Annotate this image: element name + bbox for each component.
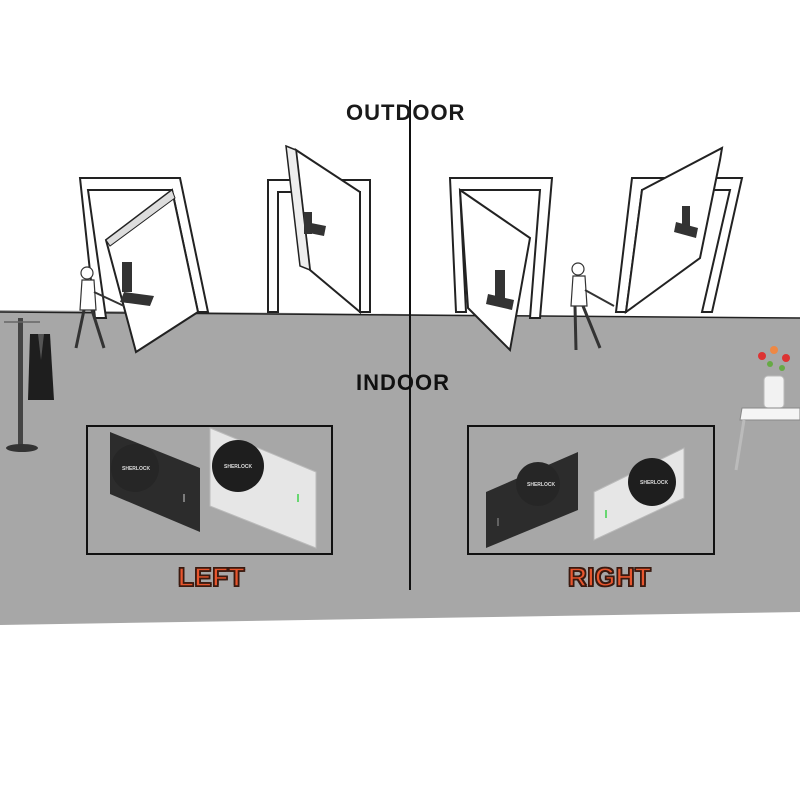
smart-lock-icon: SHERLOCK: [593, 447, 685, 541]
smart-lock-icon: SHERLOCK: [110, 432, 200, 532]
person-icon: [570, 262, 615, 351]
flower-vase-icon: [758, 346, 790, 409]
lock-brand-label: SHERLOCK: [640, 480, 668, 486]
door-icon: [78, 177, 210, 354]
indoor-label: INDOOR: [356, 370, 450, 395]
lock-brand-label: SHERLOCK: [527, 482, 555, 488]
outdoor-label: OUTDOOR: [346, 100, 466, 125]
person-icon: [74, 266, 125, 349]
smart-lock-icon: SHERLOCK: [209, 427, 317, 549]
door-icon: [448, 177, 554, 353]
indoor-floor: [0, 310, 800, 625]
lock-brand-label: SHERLOCK: [122, 466, 150, 472]
side-table-icon: [734, 407, 800, 471]
left-lock-frame: [86, 425, 333, 555]
right-lock-frame: [467, 425, 715, 555]
coat-rack-icon: [4, 318, 54, 452]
door-icon: [267, 144, 371, 315]
lock-brand-label: SHERLOCK: [224, 464, 252, 470]
right-label: RIGHT: [567, 561, 652, 593]
smart-lock-icon: SHERLOCK: [486, 452, 578, 548]
left-label: LEFT: [177, 561, 245, 593]
door-icon: [614, 146, 744, 315]
